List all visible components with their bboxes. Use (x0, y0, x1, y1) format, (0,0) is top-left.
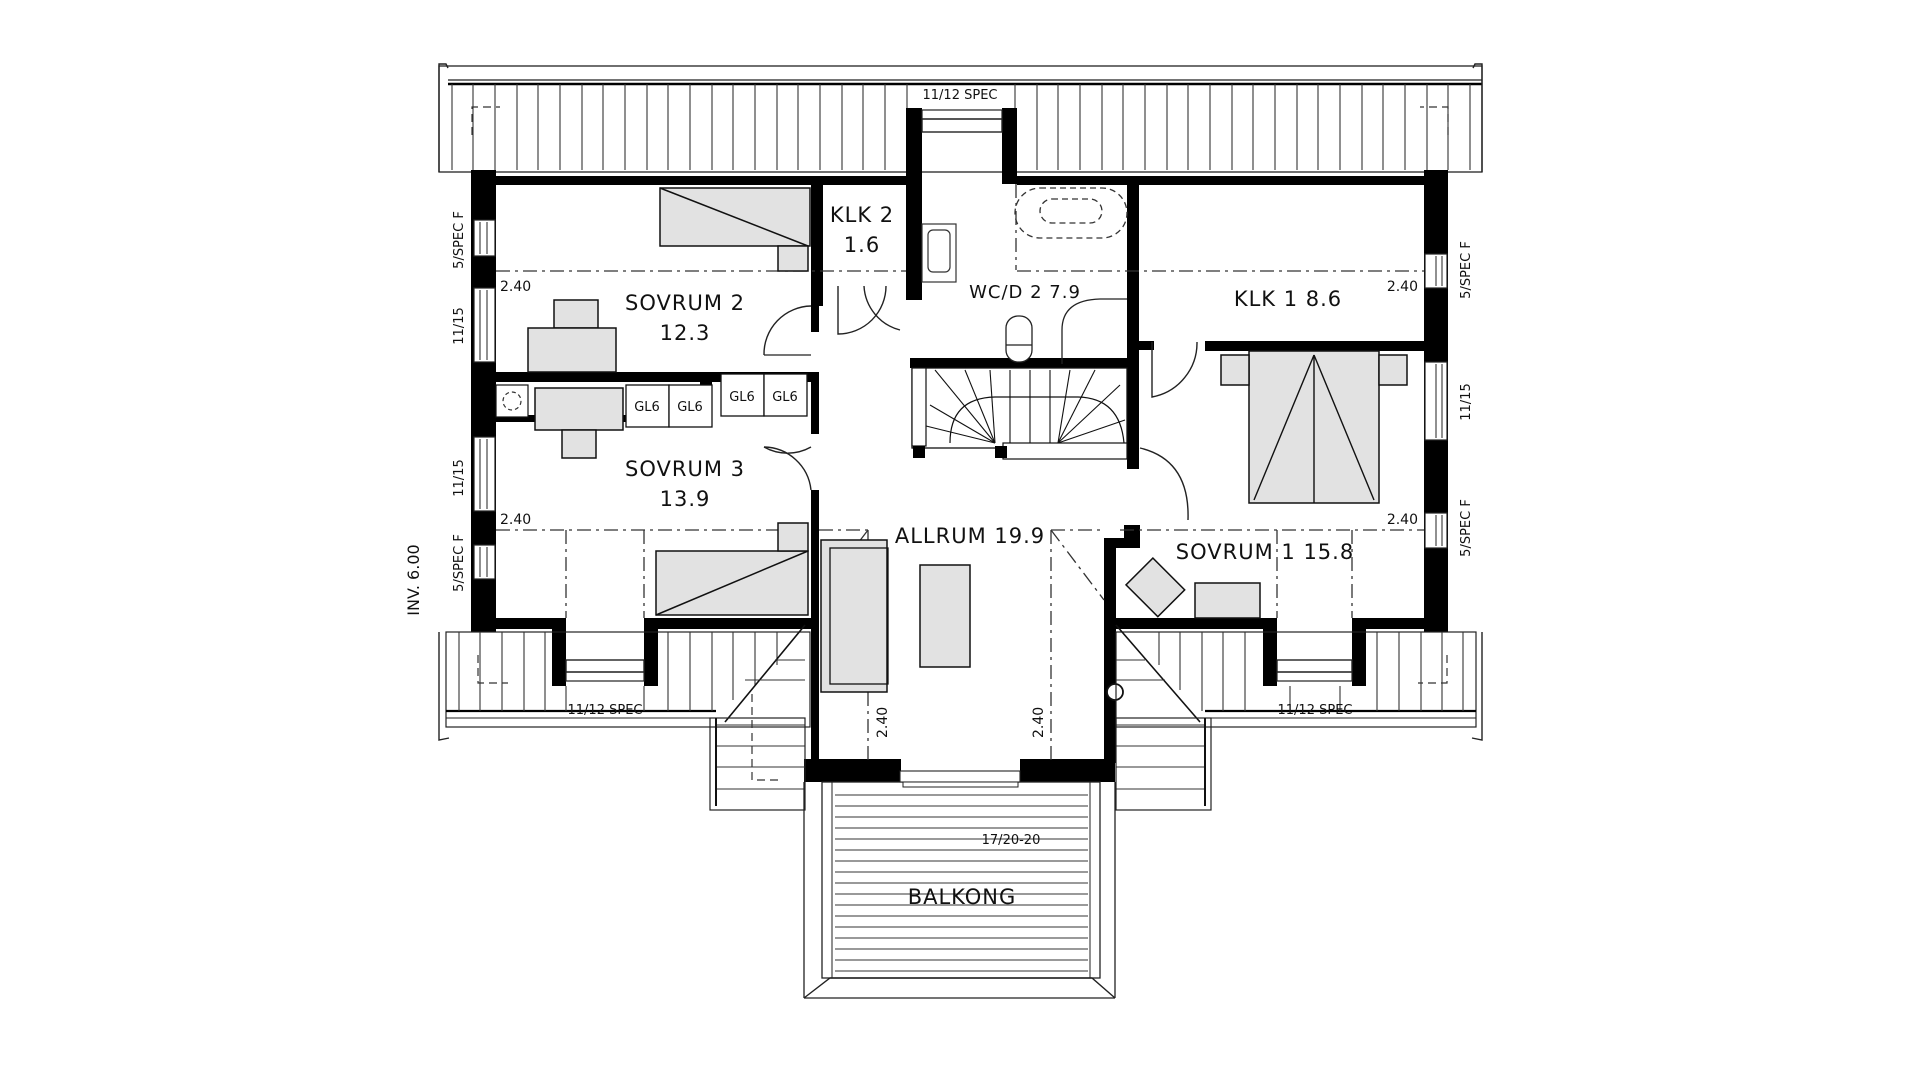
room-area-sovrum3: 13.9 (660, 487, 711, 511)
walls (471, 108, 1448, 782)
room-name-sovrum3: SOVRUM 3 (625, 457, 745, 481)
window-label-top: 11/12 SPEC (923, 88, 998, 103)
roof-top (438, 63, 1483, 173)
window-label-left-4: 5/SPEC F (452, 534, 467, 592)
wardrobe-labels: GL6 GL6 GL6 GL6 (634, 390, 798, 415)
wardrobe-label: GL6 (772, 390, 798, 405)
window-label-right-2: 11/15 (1459, 383, 1474, 420)
wardrobe-label: GL6 (677, 400, 703, 415)
ceiling-height-labels: 2.40 2.40 2.40 2.40 2.40 2.40 (500, 279, 1418, 738)
furniture (495, 187, 1408, 701)
ceiling-height-sovrum1: 2.40 (1387, 512, 1418, 528)
windows (473, 109, 1448, 682)
wardrobe-label: GL6 (634, 400, 660, 415)
ceiling-height-allrum-right: 2.40 (1031, 707, 1047, 738)
room-area-klk2: 1.6 (844, 233, 880, 257)
ceiling-height-klk1: 2.40 (1387, 279, 1418, 295)
window-label-right-3: 5/SPEC F (1459, 499, 1474, 557)
wardrobe-label: GL6 (729, 390, 755, 405)
ceiling-height-sovrum3: 2.40 (500, 512, 531, 528)
ceiling-height-allrum-left: 2.40 (875, 707, 891, 738)
staircase (911, 367, 1128, 460)
window-label-left-1: 5/SPEC F (452, 211, 467, 269)
room-name-balkong: BALKONG (908, 885, 1017, 909)
room-label-klk1: KLK 1 8.6 (1234, 287, 1342, 311)
window-labels: 11/12 SPEC 11/12 SPEC 11/12 SPEC 17/20-2… (452, 88, 1474, 848)
window-label-left-3: 11/15 (452, 459, 467, 496)
room-label-wcd2: WC/D 2 7.9 (969, 282, 1081, 303)
balcony (803, 770, 1116, 999)
room-area-sovrum2: 12.3 (660, 321, 711, 345)
window-label-bottom-left: 11/12 SPEC (568, 703, 643, 718)
ceiling-height-sovrum2: 2.40 (500, 279, 531, 295)
window-label-left-2: 11/15 (452, 307, 467, 344)
room-name-sovrum2: SOVRUM 2 (625, 291, 745, 315)
window-label-balcony-door: 17/20-20 (982, 833, 1041, 848)
room-label-allrum: ALLRUM 19.9 (895, 524, 1045, 548)
roof-bottom (438, 624, 1483, 811)
room-name-klk2: KLK 2 (830, 203, 894, 227)
window-label-bottom-right: 11/12 SPEC (1278, 703, 1353, 718)
window-label-right-1: 5/SPEC F (1459, 241, 1474, 299)
room-label-sovrum1: SOVRUM 1 15.8 (1176, 540, 1354, 564)
level-label: INV. 6.00 (404, 544, 423, 615)
room-labels: SOVRUM 2 12.3 KLK 2 1.6 WC/D 2 7.9 KLK 1… (625, 203, 1354, 909)
